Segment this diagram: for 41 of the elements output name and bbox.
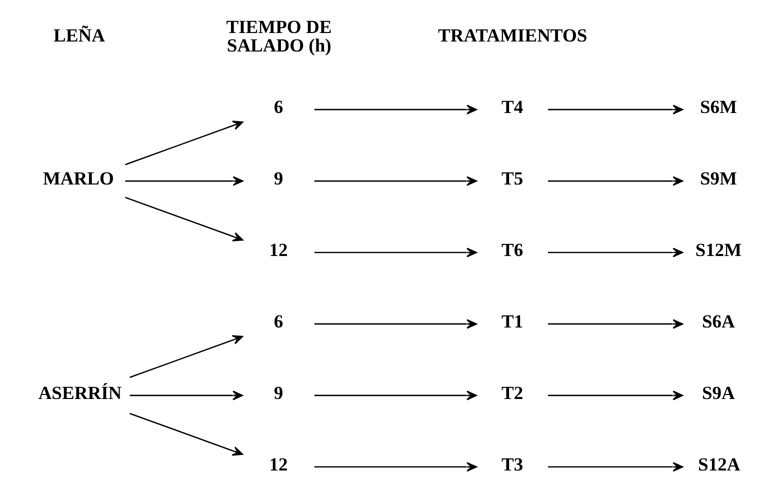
arrow: [314, 390, 476, 400]
arrow: [129, 334, 243, 378]
arrow: [547, 318, 683, 328]
node-text: 12: [268, 454, 288, 475]
node-text: S12A: [698, 454, 740, 475]
arrow: [547, 247, 683, 257]
node-text: S6M: [700, 96, 737, 118]
node-text: 9: [273, 168, 283, 190]
arrow: [314, 247, 476, 257]
node-text: MARLO: [42, 168, 114, 190]
node-text: 6: [273, 311, 283, 332]
arrow: [124, 120, 243, 165]
arrow: [314, 176, 476, 186]
node-text: 12: [268, 240, 288, 261]
node-text: T5: [501, 168, 523, 190]
node-text: ASERRÍN: [38, 382, 122, 404]
node-text: T1: [501, 311, 523, 332]
node-text: S9A: [701, 382, 734, 404]
node-text: S9M: [700, 168, 737, 190]
arrow: [547, 104, 683, 114]
label: TIEMPO DE SALADO (h): [226, 16, 332, 56]
node-text: T6: [501, 240, 523, 261]
arrow: [129, 412, 243, 456]
node-text: S12M: [694, 240, 742, 261]
label: LEÑA: [53, 25, 104, 46]
arrow: [547, 176, 683, 186]
arrow: [547, 462, 683, 472]
arrow: [314, 104, 476, 114]
arrow: [314, 318, 476, 328]
arrow: [547, 390, 683, 400]
node-text: T2: [501, 382, 523, 404]
arrow: [314, 462, 476, 472]
node-text: T3: [501, 454, 523, 475]
node-text: S6A: [701, 311, 734, 332]
arrow: [124, 196, 243, 241]
node-text: T4: [501, 96, 523, 118]
arrow: [124, 176, 243, 186]
label: TRATAMIENTOS: [437, 25, 587, 46]
arrow: [129, 390, 243, 400]
node-text: 9: [273, 382, 283, 404]
node-text: 6: [273, 96, 283, 118]
